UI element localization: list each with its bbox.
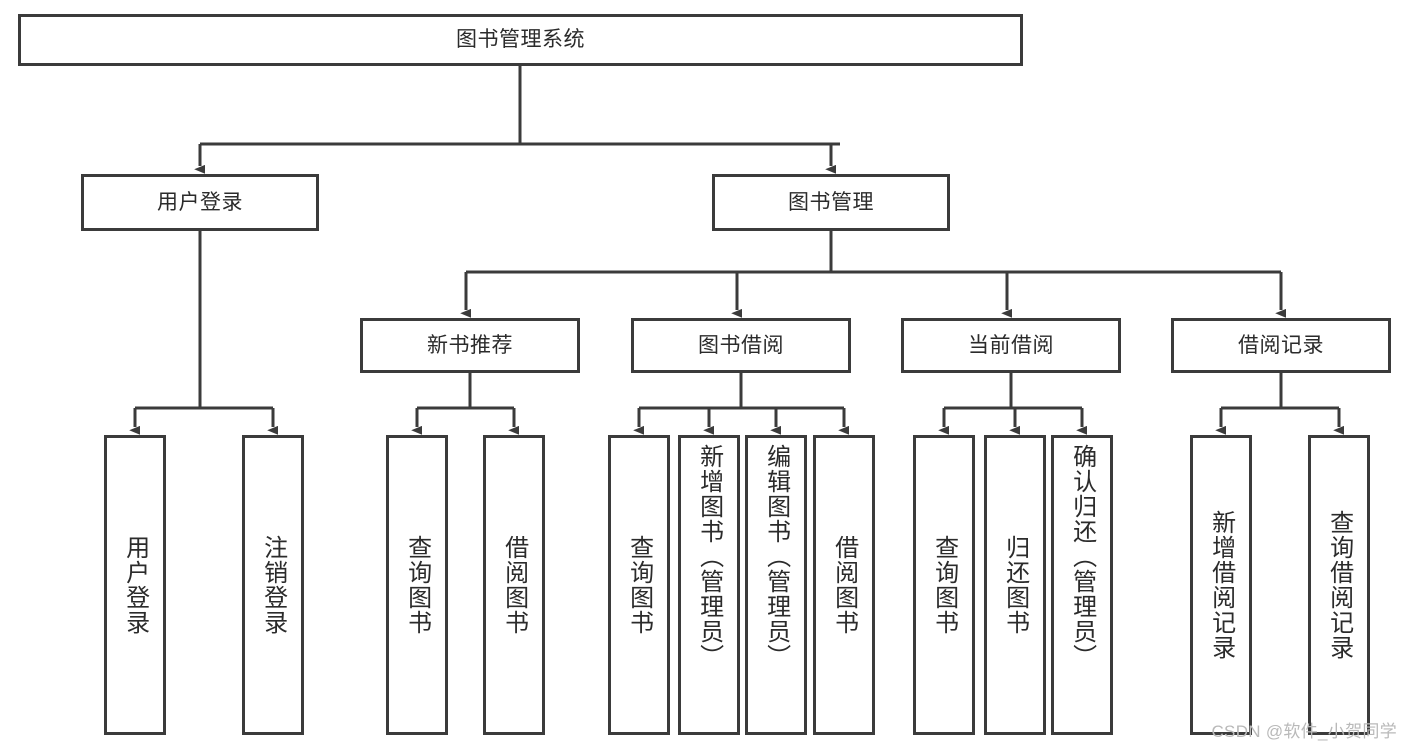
node-new-book-recommend-label: 新书推荐 (427, 333, 513, 357)
node-leaf-return-book[interactable]: 归还图书 (984, 435, 1046, 735)
node-leaf-borrow-book[interactable]: 借阅图书 (813, 435, 875, 735)
node-borrow-record-label: 借阅记录 (1238, 333, 1324, 357)
node-leaf-user-login-label: 用户登录 (121, 535, 149, 635)
edge-group-borrow-record (1215, 373, 1345, 435)
watermark-text: CSDN @软件_小贺同学 (1211, 722, 1397, 741)
node-root[interactable]: 图书管理系统 (18, 14, 1023, 66)
node-leaf-add-borrow-record[interactable]: 新增借阅记录 (1190, 435, 1252, 735)
edge-group-current-borrow (938, 373, 1088, 435)
edge-group-new-book-recommend (411, 373, 520, 435)
node-leaf-borrow-book-new-label: 借阅图书 (500, 535, 528, 635)
node-leaf-query-borrow-record-label: 查询借阅记录 (1325, 510, 1353, 660)
node-leaf-query-book-current[interactable]: 查询图书 (913, 435, 975, 735)
node-leaf-logout-login-label: 注销登录 (259, 535, 287, 635)
node-leaf-return-book-label: 归还图书 (1001, 535, 1029, 635)
node-leaf-query-book-current-label: 查询图书 (930, 535, 958, 635)
node-leaf-query-borrow-record[interactable]: 查询借阅记录 (1308, 435, 1370, 735)
node-leaf-edit-book-admin[interactable]: 编辑图书（管理员） (745, 435, 807, 735)
node-leaf-edit-book-admin-label: 编辑图书（管理员） (762, 444, 790, 669)
node-root-label: 图书管理系统 (456, 28, 585, 52)
node-current-borrow[interactable]: 当前借阅 (901, 318, 1121, 373)
node-book-borrow[interactable]: 图书借阅 (631, 318, 851, 373)
node-leaf-add-book-admin[interactable]: 新增图书（管理员） (678, 435, 740, 735)
node-current-borrow-label: 当前借阅 (968, 333, 1054, 357)
node-book-borrow-label: 图书借阅 (698, 333, 784, 357)
node-leaf-borrow-book-label: 借阅图书 (830, 535, 858, 635)
node-leaf-add-book-admin-label: 新增图书（管理员） (695, 444, 723, 669)
node-book-management[interactable]: 图书管理 (712, 174, 950, 231)
edge-group-user-login (129, 231, 279, 435)
node-leaf-query-book-borrow[interactable]: 查询图书 (608, 435, 670, 735)
node-user-login-label: 用户登录 (157, 190, 243, 214)
node-leaf-query-book-borrow-label: 查询图书 (625, 535, 653, 635)
edge-group-book-management (460, 231, 1287, 318)
node-book-management-label: 图书管理 (788, 190, 874, 214)
node-new-book-recommend[interactable]: 新书推荐 (360, 318, 580, 373)
node-leaf-borrow-book-new[interactable]: 借阅图书 (483, 435, 545, 735)
node-leaf-confirm-return-admin-label: 确认归还（管理员） (1068, 444, 1096, 669)
node-borrow-record[interactable]: 借阅记录 (1171, 318, 1391, 373)
node-leaf-logout-login[interactable]: 注销登录 (242, 435, 304, 735)
node-leaf-query-book-new[interactable]: 查询图书 (386, 435, 448, 735)
edge-group-book-borrow (633, 373, 850, 435)
node-leaf-confirm-return-admin[interactable]: 确认归还（管理员） (1051, 435, 1113, 735)
edge-group-root (194, 66, 840, 174)
node-leaf-add-borrow-record-label: 新增借阅记录 (1207, 510, 1235, 660)
node-leaf-user-login[interactable]: 用户登录 (104, 435, 166, 735)
node-leaf-query-book-new-label: 查询图书 (403, 535, 431, 635)
node-user-login[interactable]: 用户登录 (81, 174, 319, 231)
